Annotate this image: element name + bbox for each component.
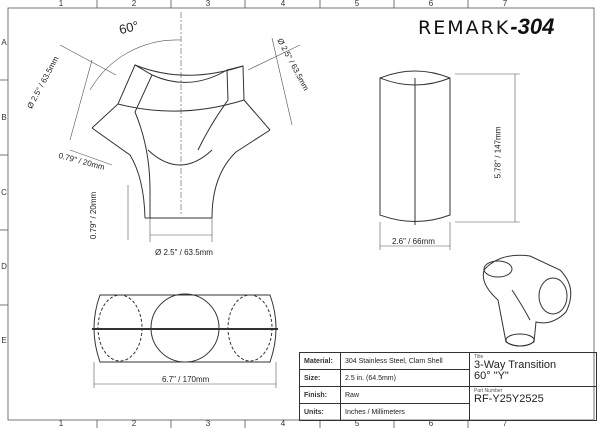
part-title: 3-Way Transition [474, 359, 557, 371]
grid-col-2: 2 [131, 0, 137, 8]
grid-col-1: 1 [58, 0, 64, 8]
title-caption: Title [474, 354, 484, 360]
size-label: Size: [299, 369, 341, 387]
material-value: 304 Stainless Steel, Clam Shell [340, 352, 470, 370]
top-width-label: 6.7" / 170mm [162, 375, 210, 384]
grid-col-3-bottom: 3 [205, 419, 211, 428]
brand-logo: REMARK-304 [418, 14, 554, 40]
grid-col-7: 7 [502, 0, 508, 8]
grid-col-3: 3 [205, 0, 211, 8]
grid-col-5-bottom: 5 [354, 419, 360, 428]
material-label: Material: [299, 352, 341, 370]
grid-row-c: C [1, 188, 7, 197]
grid-col-1-bottom: 1 [58, 419, 64, 428]
brand-text: REMARK [418, 17, 511, 39]
grid-col-7-bottom: 7 [502, 419, 508, 428]
title-block: Material: 304 Stainless Steel, Clam Shel… [299, 352, 597, 421]
title-cell: Title 3-Way Transition 60° "Y" [469, 352, 597, 387]
part-number-caption: Part Number [474, 388, 503, 394]
grid-col-2-bottom: 2 [131, 419, 137, 428]
finish-label: Finish: [299, 386, 341, 404]
units-value: Inches / Millimeters [340, 403, 470, 421]
units-label: Units: [299, 403, 341, 421]
grid-col-4: 4 [280, 0, 286, 8]
finish-value: Raw [340, 386, 470, 404]
grid-col-5: 5 [354, 0, 360, 8]
grid-col-6-bottom: 6 [428, 419, 434, 428]
grid-col-6: 6 [428, 0, 434, 8]
part-number-cell: Part Number RF-Y25Y2525 [469, 386, 597, 421]
size-value: 2.5 in. (64.5mm) [340, 369, 470, 387]
grid-row-d: D [1, 262, 7, 271]
grid-row-b: B [1, 113, 7, 122]
grid-col-4-bottom: 4 [280, 419, 286, 428]
grid-row-e: E [1, 336, 7, 345]
part-subtitle: 60° "Y" [474, 370, 509, 382]
title-block-table: Material: 304 Stainless Steel, Clam Shel… [299, 352, 597, 421]
side-width-label: 2.6" / 66mm [392, 237, 435, 246]
part-number: RF-Y25Y2525 [474, 393, 544, 405]
bottom-diameter-label: Ø 2.5" / 63.5mm [155, 248, 213, 257]
brand-number: -304 [510, 14, 555, 39]
grid-row-a: A [1, 38, 7, 47]
